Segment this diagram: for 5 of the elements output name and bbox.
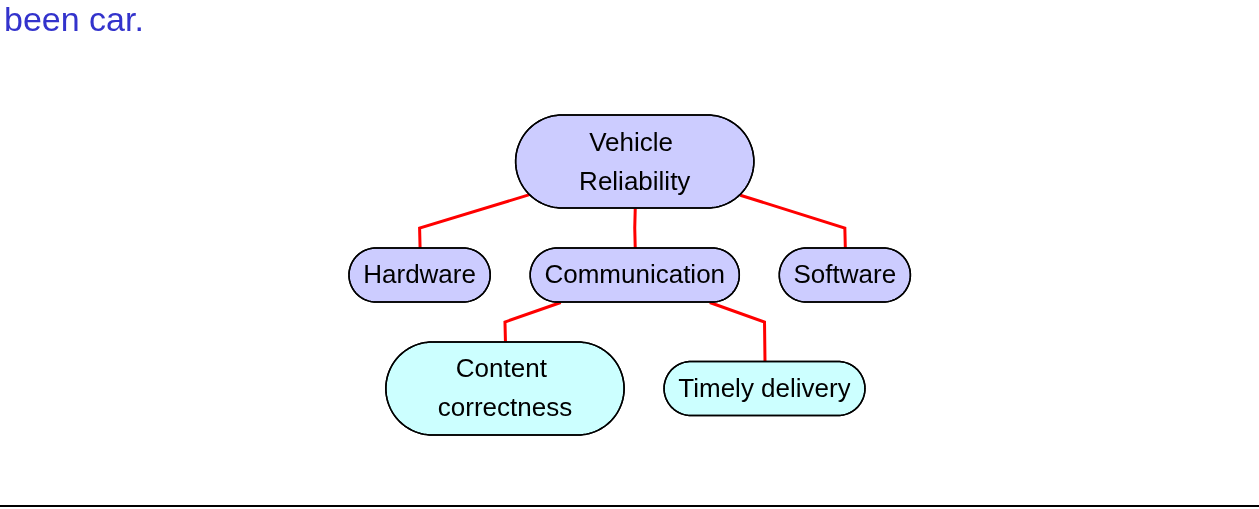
connector [633, 208, 637, 249]
note-text: been car. [4, 0, 144, 38]
connector [739, 193, 847, 249]
connector [417, 193, 530, 249]
connector [503, 301, 561, 343]
